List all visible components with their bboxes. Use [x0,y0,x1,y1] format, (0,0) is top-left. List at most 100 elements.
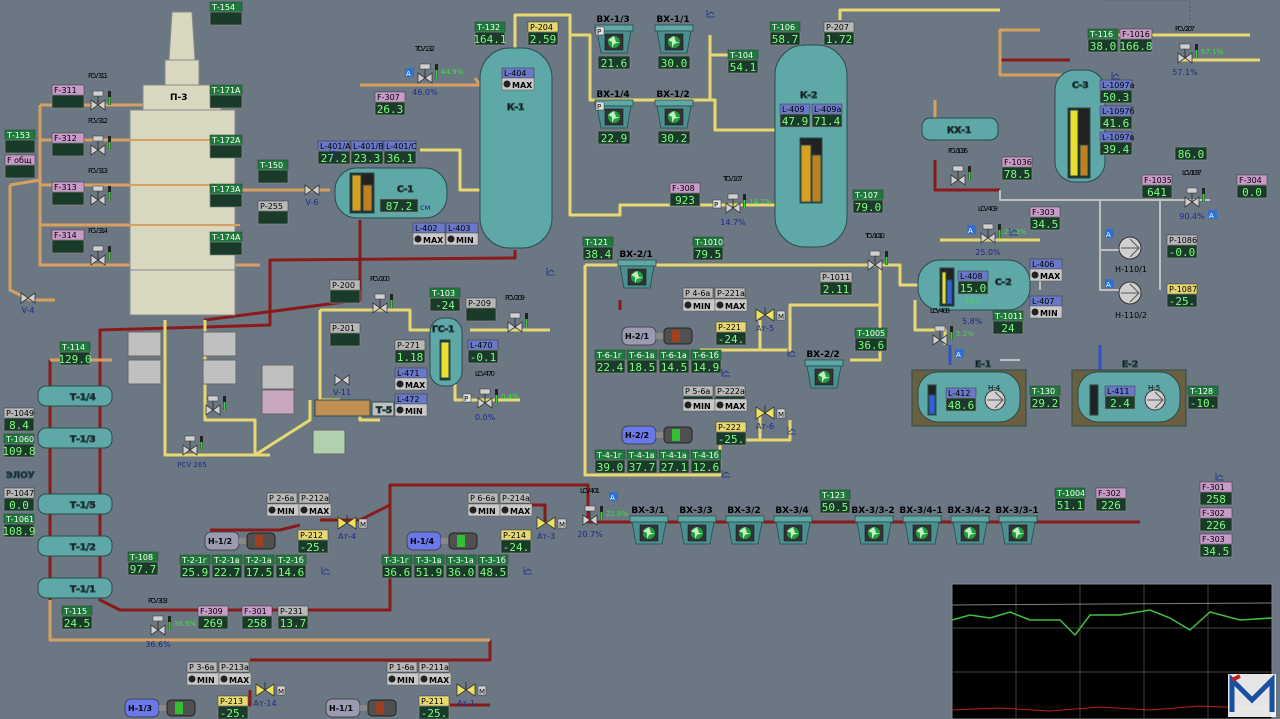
fan-bx331[interactable]: ВХ-3/3-1 [995,506,1039,545]
tag-p221[interactable]: Р-221-24. [715,321,747,346]
tag-p212[interactable]: Р-212-25. [297,529,329,554]
valve-at1[interactable]: МАт-1 [456,682,487,708]
valve-at3[interactable]: МАт-3 [536,515,567,541]
pump-h12[interactable]: Н-1/2 [204,531,276,551]
fan-bx11[interactable]: ВХ-1/130.0 [654,15,694,70]
valve-v4[interactable]: V-4 [20,292,36,315]
valve-fcv313[interactable]: FCV 313 [88,167,111,206]
pump-h22[interactable]: Н-2/2 [621,425,693,445]
valve-pcv209[interactable]: PCV 209 [505,294,528,333]
valve-fcv311[interactable]: FCV 311 [88,72,111,111]
fan-bx34[interactable]: ВХ-3/4 [773,506,813,545]
trend-marker-icon[interactable] [721,369,730,377]
fan-bx21[interactable]: ВХ-2/1 [617,250,657,289]
valve-pcv-furnace[interactable] [205,395,226,416]
valve-v6[interactable]: V-6 [304,184,320,207]
valve-at4[interactable]: МАт-4 [337,515,368,541]
tag-f314[interactable]: F-314 [51,229,85,254]
tag-l401a[interactable]: L-401/A27.2 [317,140,351,165]
tag-p1087[interactable]: Р-1087-25. [1166,283,1198,308]
fan-bx332[interactable]: ВХ-3/3-2 [851,506,895,545]
alarm-p3-6a-min[interactable]: MIN [186,672,220,686]
valve-fcv312[interactable]: FCV 312 [88,117,111,156]
trend-marker-icon[interactable] [1009,228,1018,236]
valve-v11[interactable]: V-11 [333,374,351,397]
fan-bx22[interactable]: ВХ-2/2 [804,350,844,389]
tag-t103[interactable]: Т-103-24 [429,287,461,312]
valve-at14[interactable]: МАт-14 [253,682,286,708]
fan-bx32[interactable]: ВХ-3/2 [725,506,765,545]
pump-h11[interactable]: Н-1/1 [325,698,397,718]
fan-bx13[interactable]: ВХ-1/321.6 [594,15,634,70]
pump-h110-2[interactable] [1118,281,1142,305]
pump-h4[interactable] [984,389,1006,411]
trend-marker-icon[interactable] [546,268,555,276]
tag-t150[interactable]: Т-150 [257,159,289,184]
auto-badge-lcv408[interactable] [955,349,964,358]
fan-bx14[interactable]: ВХ-1/422.9 [594,90,634,145]
pressure-badge-tcv107[interactable] [712,199,722,209]
tag-t153[interactable]: Т-153 [4,129,36,154]
tag-p201[interactable]: Р-201 [329,322,361,347]
fan-bx342[interactable]: ВХ-3/4-2 [947,506,991,545]
pressure-badge-bx13[interactable] [595,26,605,36]
alarm-p221a-max[interactable]: MAX [714,298,748,312]
valve-pcv200[interactable]: PCV 200 [370,275,393,314]
tag-f312[interactable]: F-312 [51,132,85,157]
tag-l401c[interactable]: L-401/C36.1 [383,140,417,165]
trend-marker-icon[interactable] [1111,72,1120,80]
valve-at5[interactable]: МАт-5 [755,307,786,333]
trend-marker-icon[interactable] [329,149,338,157]
alarm-p213a-max[interactable]: MAX [218,672,252,686]
trend-marker-icon[interactable] [787,427,796,435]
auto-badge-lcv409[interactable] [967,225,976,234]
tag-p213[interactable]: Р-213-25. [217,695,249,719]
tag-l470[interactable]: L-470-0.1 [467,339,499,364]
pump-h14[interactable]: Н-1/4 [406,531,478,551]
tag-p222[interactable]: Р-222-25. [715,421,747,446]
trend-marker-icon[interactable] [321,567,330,575]
pump-h21[interactable]: Н-2/1 [621,326,693,346]
pressure-badge-lcv470[interactable] [462,393,472,403]
fan-bx33[interactable]: ВХ-3/3 [677,506,717,545]
